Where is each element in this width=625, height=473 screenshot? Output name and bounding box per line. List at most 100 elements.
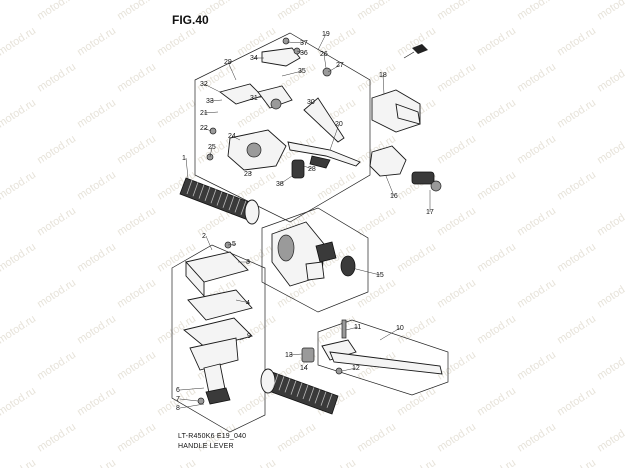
callout-label-25: 25 xyxy=(208,144,216,151)
callout-leader-6 xyxy=(179,387,205,391)
watermark-text: motod.ru xyxy=(515,205,558,239)
callout-label-8: 8 xyxy=(176,405,180,412)
watermark-text: motod.ru xyxy=(595,349,625,383)
callout-label-18: 18 xyxy=(379,72,387,79)
callout-leader-37 xyxy=(286,41,305,44)
watermark-text: motod.ru xyxy=(475,25,518,59)
watermark-text: motod.ru xyxy=(555,241,598,275)
callout-label-10: 10 xyxy=(396,325,404,332)
callout-label-7: 7 xyxy=(176,396,180,403)
callout-leader-11 xyxy=(345,326,359,331)
grip-rib xyxy=(314,389,321,404)
callout-leader-10 xyxy=(379,327,401,341)
watermark-text: motod.ru xyxy=(75,241,118,275)
callout-label-21: 21 xyxy=(200,110,208,117)
watermark-text: motod.ru xyxy=(155,457,198,468)
callout-label-32: 32 xyxy=(200,81,208,88)
callout-label-38: 38 xyxy=(276,181,284,188)
callout-leader-5 xyxy=(227,243,237,246)
callout-leader-38 xyxy=(279,175,293,185)
callout-label-11: 11 xyxy=(354,324,361,331)
callout-label-1: 1 xyxy=(182,155,186,162)
watermark-text: motod.ru xyxy=(555,169,598,203)
callout-label-24: 24 xyxy=(228,133,236,140)
grip-rib xyxy=(272,373,279,389)
callout-label-3: 3 xyxy=(246,259,250,266)
watermark-text: motod.ru xyxy=(0,169,38,203)
watermark-text: motod.ru xyxy=(435,277,478,311)
watermark-text: motod.ru xyxy=(75,97,118,131)
grip-rib xyxy=(192,182,199,197)
callout-leader-25 xyxy=(209,146,213,158)
watermark-text: motod.ru xyxy=(75,313,118,347)
watermark-text: motod.ru xyxy=(35,349,78,383)
watermark-text: motod.ru xyxy=(115,133,158,167)
grip-rib xyxy=(278,376,285,391)
callout-leader-33 xyxy=(209,99,223,102)
callout-leader-1 xyxy=(185,157,189,179)
watermark-text: motod.ru xyxy=(355,205,398,239)
watermark-text: motod.ru xyxy=(115,277,158,311)
callout-leader-18 xyxy=(382,74,385,95)
callout-label-14: 14 xyxy=(300,365,308,372)
watermark-text: motod.ru xyxy=(395,241,438,275)
callout-leader-21 xyxy=(203,111,219,114)
watermark-text: motod.ru xyxy=(115,349,158,383)
watermark-text: motod.ru xyxy=(435,205,478,239)
watermark-text: motod.ru xyxy=(275,0,318,23)
throttle-housing xyxy=(369,89,442,192)
watermark-text: motod.ru xyxy=(115,0,158,23)
callout-leader-15 xyxy=(351,267,381,276)
watermark-text: motod.ru xyxy=(515,61,558,95)
watermark-text: motod.ru xyxy=(75,169,118,203)
callout-label-4: 4 xyxy=(246,300,250,307)
watermark-text: motod.ru xyxy=(435,61,478,95)
callout-leader-22 xyxy=(203,127,212,132)
clutch-lever-holder xyxy=(206,37,361,179)
watermark-text: motod.ru xyxy=(235,169,278,203)
watermark-text: motod.ru xyxy=(515,0,558,23)
callout-label-20: 20 xyxy=(335,121,343,128)
watermark-text: motod.ru xyxy=(515,421,558,455)
callout-label-26: 26 xyxy=(320,51,328,58)
watermark-text: motod.ru xyxy=(35,133,78,167)
callout-leader-28 xyxy=(303,165,313,170)
watermark-text: motod.ru xyxy=(435,349,478,383)
grip-rib xyxy=(302,384,309,400)
figure-caption: HANDLE LEVER xyxy=(178,443,234,450)
watermark-text: motod.ru xyxy=(595,277,625,311)
watermark-text: motod.ru xyxy=(75,457,118,468)
callout-leader-29 xyxy=(227,61,237,81)
watermark-text: motod.ru xyxy=(395,25,438,59)
callout-leader-32 xyxy=(203,83,221,93)
grip-rib xyxy=(326,393,333,408)
callout-label-30: 30 xyxy=(307,99,315,106)
watermark-text: motod.ru xyxy=(515,133,558,167)
watermark-text: motod.ru xyxy=(595,0,625,23)
watermark-text: motod.ru xyxy=(555,25,598,59)
watermark-text: motod.ru xyxy=(595,133,625,167)
grip-rib xyxy=(204,186,211,202)
watermark-text: motod.ru xyxy=(555,457,598,468)
callout-leader-30 xyxy=(310,101,313,105)
watermark-text: motod.ru xyxy=(35,421,78,455)
grip-rib xyxy=(186,179,193,195)
watermark-text: motod.ru xyxy=(315,457,358,468)
grip-rib xyxy=(210,189,217,204)
watermark-text: motod.ru xyxy=(595,205,625,239)
watermark-text: motod.ru xyxy=(75,25,118,59)
watermark-text: motod.ru xyxy=(475,313,518,347)
callout-leader-13 xyxy=(288,353,303,356)
callout-leader-20 xyxy=(329,123,340,151)
watermark-text: motod.ru xyxy=(355,0,398,23)
grip-rib xyxy=(240,200,247,215)
callout-leader-8 xyxy=(179,403,205,409)
watermark-text: motod.ru xyxy=(475,241,518,275)
watermark-text: motod.ru xyxy=(75,385,118,419)
callout-label-34: 34 xyxy=(250,55,258,62)
callout-leader-23 xyxy=(247,171,253,175)
watermark-text: motod.ru xyxy=(555,97,598,131)
